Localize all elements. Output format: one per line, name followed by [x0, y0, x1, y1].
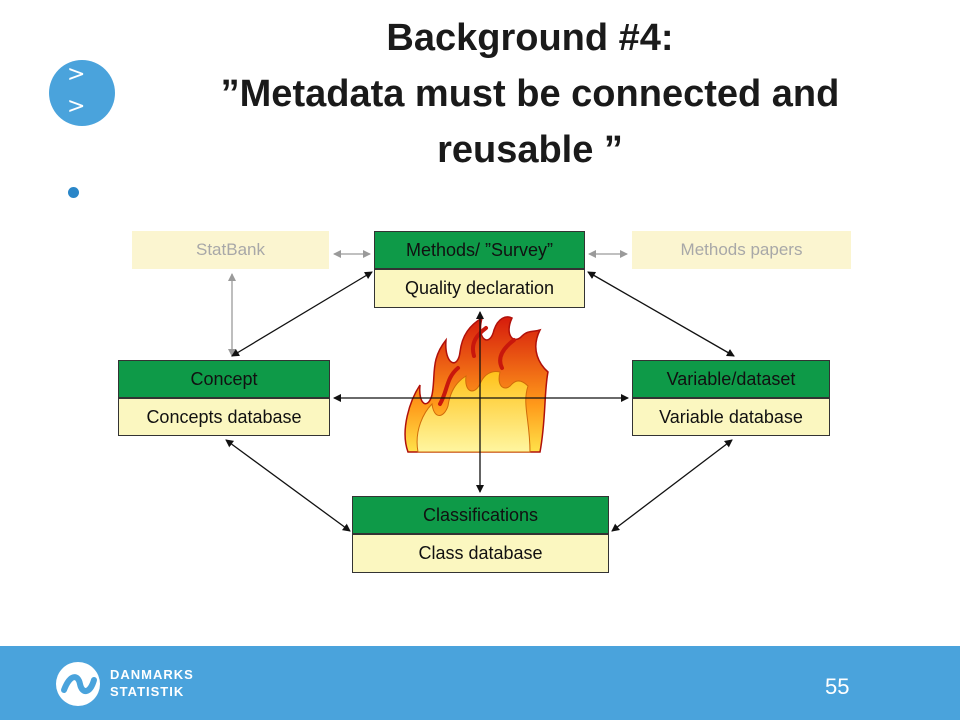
danmarks-statistik-logo-icon — [56, 662, 100, 706]
title-line-2: ”Metadata must be connected and — [220, 73, 840, 115]
footer-bar: DANMARKS STATISTIK 55 — [0, 646, 960, 720]
variable-dataset-box: Variable/dataset — [632, 360, 830, 398]
bullet-point — [68, 187, 79, 198]
fire-icon — [404, 316, 549, 453]
class-database-box: Class database — [352, 534, 609, 573]
title-line-3: reusable ” — [437, 129, 623, 171]
org-name-line-1: DANMARKS — [110, 667, 194, 682]
methods-survey-box: Methods/ ”Survey” — [374, 231, 585, 269]
methods-papers-box: Methods papers — [632, 231, 851, 269]
statbank-box: StatBank — [132, 231, 329, 269]
slide-title: Background #4: ”Metadata must be connect… — [160, 10, 900, 178]
page-number: 55 — [825, 674, 850, 699]
concepts-database-box: Concepts database — [118, 398, 330, 436]
org-name-line-2: STATISTIK — [110, 684, 185, 699]
quality-declaration-box: Quality declaration — [374, 269, 585, 308]
chevron-right-icon: > — [67, 94, 86, 119]
classifications-box: Classifications — [352, 496, 609, 534]
variable-database-box: Variable database — [632, 398, 830, 436]
chevron-right-icon: > — [67, 62, 86, 87]
concept-box: Concept — [118, 360, 330, 398]
slide-logo-bubble: > > — [49, 60, 115, 126]
title-line-1: Background #4: — [386, 17, 674, 59]
